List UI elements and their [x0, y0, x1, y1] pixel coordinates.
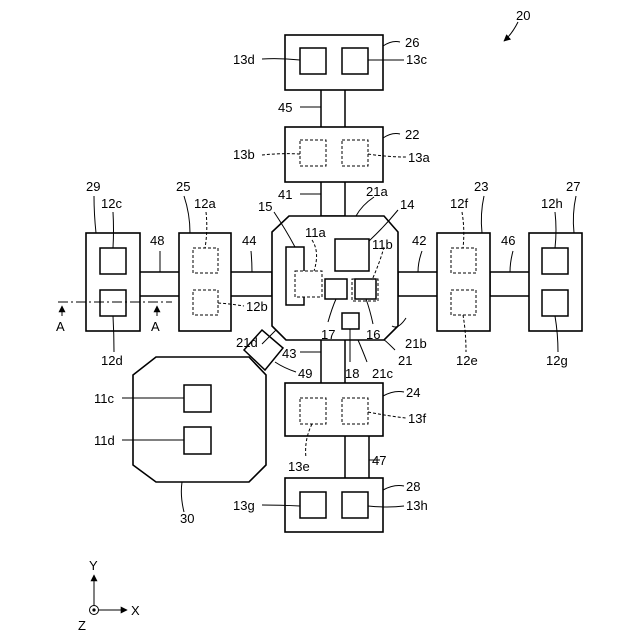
label-11b: 11b	[372, 237, 393, 252]
label-30: 30	[180, 511, 194, 526]
label-42: 42	[412, 233, 426, 248]
axis-indicator: Y X Z	[78, 558, 140, 633]
label-figure-20: 20	[516, 8, 530, 23]
label-section-a-right: A	[151, 319, 160, 334]
label-18: 18	[345, 366, 359, 381]
label-21c: 21c	[372, 366, 393, 381]
label-16: 16	[366, 327, 380, 342]
label-12f: 12f	[450, 196, 468, 211]
chip-12g	[542, 290, 568, 316]
label-axis-x: X	[131, 603, 140, 618]
label-12b: 12b	[246, 299, 268, 314]
connector-41	[321, 180, 345, 216]
chip-13e	[300, 398, 326, 424]
chip-30	[133, 357, 266, 482]
chip-12d	[100, 290, 126, 316]
label-12g: 12g	[546, 353, 568, 368]
label-28: 28	[406, 479, 420, 494]
label-13a: 13a	[408, 150, 430, 165]
element-11a	[295, 271, 322, 297]
label-43: 43	[282, 346, 296, 361]
chip-13a	[342, 140, 368, 166]
label-11d: 11d	[94, 433, 115, 448]
chip-13h	[342, 492, 368, 518]
label-12a: 12a	[194, 196, 216, 211]
label-axis-z: Z	[78, 618, 86, 633]
label-14: 14	[400, 197, 414, 212]
label-12e: 12e	[456, 353, 478, 368]
chip-13d	[300, 48, 326, 74]
element-17	[325, 279, 347, 299]
label-12d: 12d	[101, 353, 123, 368]
z-axis-dot	[92, 608, 95, 611]
chip-12f	[451, 248, 476, 273]
chip-13g	[300, 492, 326, 518]
label-26: 26	[405, 35, 419, 50]
label-12c: 12c	[101, 196, 122, 211]
connector-47	[345, 435, 369, 480]
label-13c: 13c	[406, 52, 427, 67]
label-27: 27	[566, 179, 580, 194]
label-13b: 13b	[233, 147, 255, 162]
label-44: 44	[242, 233, 256, 248]
label-21b: 21b	[405, 336, 427, 351]
label-11a: 11a	[305, 225, 326, 240]
label-24: 24	[406, 385, 420, 400]
label-48: 48	[150, 233, 164, 248]
label-45: 45	[278, 100, 292, 115]
label-29: 29	[86, 179, 100, 194]
label-46: 46	[501, 233, 515, 248]
chip-13f	[342, 398, 368, 424]
label-13h: 13h	[406, 498, 428, 513]
element-14	[335, 239, 369, 271]
connector-46	[490, 272, 530, 296]
chip-12h	[542, 248, 568, 274]
chip-13b	[300, 140, 326, 166]
element-18	[342, 313, 359, 329]
label-13e: 13e	[288, 459, 310, 474]
label-section-a-left: A	[56, 319, 65, 334]
connector-48	[139, 272, 180, 296]
label-21: 21	[398, 353, 412, 368]
label-17: 17	[321, 327, 335, 342]
label-13g: 13g	[233, 498, 255, 513]
chip-12a	[193, 248, 218, 273]
label-13f: 13f	[408, 411, 426, 426]
label-13d: 13d	[233, 52, 255, 67]
label-21d: 21d	[236, 335, 258, 350]
label-22: 22	[405, 127, 419, 142]
label-12h: 12h	[541, 196, 563, 211]
chip-11d	[184, 427, 211, 454]
connector-42	[398, 272, 438, 296]
label-41: 41	[278, 187, 292, 202]
element-16	[355, 279, 376, 299]
label-25: 25	[176, 179, 190, 194]
chip-12e	[451, 290, 476, 315]
connector-44	[230, 272, 272, 296]
label-11c: 11c	[94, 391, 114, 406]
connector-45	[321, 89, 345, 128]
chip-11c	[184, 385, 211, 412]
label-21a: 21a	[366, 184, 388, 199]
connector-43-18	[321, 338, 345, 384]
label-49: 49	[298, 366, 312, 381]
label-axis-y: Y	[89, 558, 98, 573]
label-15: 15	[258, 199, 272, 214]
label-47: 47	[372, 453, 386, 468]
chip-12c	[100, 248, 126, 274]
chip-13c	[342, 48, 368, 74]
label-23: 23	[474, 179, 488, 194]
chip-12b	[193, 290, 218, 315]
